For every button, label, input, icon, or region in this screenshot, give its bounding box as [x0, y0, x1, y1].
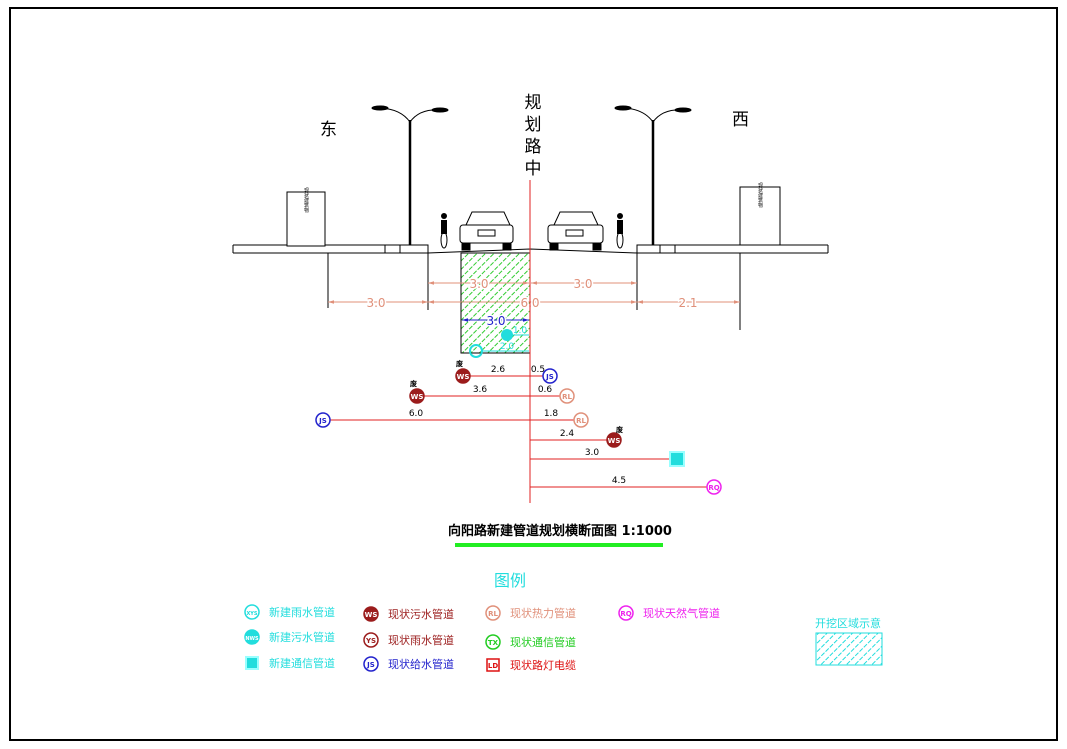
abandoned-marker: 废: [616, 425, 623, 434]
svg-text:NWS: NWS: [245, 636, 259, 642]
rq-pipe-icon: [706, 479, 722, 495]
dim-upper-right: 3.0: [573, 277, 592, 291]
existing-building-right: 现状建筑物: [739, 183, 781, 246]
car-right: [547, 211, 604, 251]
pipe-row: 3.0: [530, 448, 685, 467]
abandoned-marker: 废: [456, 359, 463, 368]
svg-text:WS: WS: [365, 611, 378, 619]
legend-label: 现状天然气管道: [643, 606, 720, 620]
legend-item: 新建通信管道: [245, 656, 335, 670]
pipe-row: WS 废 2.4: [530, 425, 623, 448]
ws-pipe-icon: [455, 368, 471, 384]
ws-pipe-icon: [409, 388, 425, 404]
cyclist-left: [440, 213, 448, 249]
svg-text:JS: JS: [545, 373, 554, 381]
legend-item: NWS 新建污水管道: [244, 629, 335, 645]
street-lamp-left: [371, 105, 449, 245]
legend-item: YS 现状雨水管道: [363, 632, 454, 648]
svg-text:RQ: RQ: [708, 484, 719, 492]
svg-text:WS: WS: [457, 373, 470, 381]
legend-item: JS 现状给水管道: [363, 656, 454, 672]
pipe-row: RQ 4.5: [530, 476, 722, 495]
dim-lower-right: 2.1: [678, 296, 697, 310]
legend-item: XYS 新建雨水管道: [244, 604, 335, 620]
new-telecom-pipe-icon: [669, 451, 685, 467]
new-rain-symbol: 2.0: [469, 342, 529, 358]
existing-building-left: 现状建筑物: [286, 188, 326, 247]
centerline-char: 划: [525, 115, 542, 135]
east-label: 东: [320, 120, 337, 140]
pipe-distance-right: 0.5: [531, 365, 545, 375]
pipe-distance-right: 3.0: [585, 448, 600, 458]
svg-text:RL: RL: [562, 393, 572, 401]
car-left: [459, 211, 514, 251]
pipe-row: WS 3.6 废 RL 0.6: [409, 379, 575, 404]
legend-label: 现状污水管道: [388, 607, 454, 621]
drawing-title: 向阳路新建管道规划横断面图 1:1000: [448, 523, 672, 539]
excavation-legend-swatch: [815, 632, 883, 666]
west-label: 西: [732, 110, 749, 130]
abandoned-marker: 废: [410, 379, 417, 388]
svg-text:JS: JS: [366, 661, 375, 669]
centerline-char: 规: [525, 93, 542, 113]
legend-item: TX 现状通信管道: [485, 634, 576, 650]
svg-text:WS: WS: [411, 393, 424, 401]
dimension-lines: [328, 281, 740, 304]
svg-text:XYS: XYS: [246, 611, 257, 617]
dim-upper-left: 3.0: [469, 277, 488, 291]
title-underline: [455, 543, 663, 547]
legend-item: LD 现状路灯电缆: [486, 658, 576, 672]
pipe-distance-left: 3.6: [473, 385, 488, 395]
js-pipe-icon: [315, 412, 331, 428]
svg-text:RL: RL: [576, 417, 586, 425]
pipe-distance-right: 4.5: [612, 476, 626, 486]
legend-label: 新建污水管道: [269, 630, 335, 644]
rl-pipe-icon: [573, 412, 589, 428]
rl-pipe-icon: [559, 388, 575, 404]
dim-lower-left: 3.0: [366, 296, 385, 310]
centerline-char: 路: [525, 137, 542, 157]
svg-text:WS: WS: [608, 437, 621, 445]
drawing-frame: [9, 7, 1058, 741]
svg-text:RL: RL: [488, 610, 498, 618]
legend-label: 现状给水管道: [388, 657, 454, 671]
cyclist-right: [616, 213, 624, 249]
street-lamp-right: [614, 105, 692, 245]
pipe-distance-right: 2.4: [560, 429, 575, 439]
legend-label: 现状热力管道: [510, 606, 576, 620]
pipe-row: WS 2.6 废 JS0.5: [455, 359, 558, 384]
svg-text:LD: LD: [488, 662, 498, 670]
legend-item: WS 现状污水管道: [363, 606, 454, 622]
svg-text:YS: YS: [365, 637, 376, 645]
legend-label: 现状路灯电缆: [510, 658, 576, 672]
svg-text:2.0: 2.0: [500, 342, 515, 352]
excavation-legend-label: 开挖区域示意: [815, 616, 881, 630]
svg-text:RQ: RQ: [620, 610, 631, 618]
pipe-distance-right: 0.6: [538, 385, 553, 395]
svg-text:现状建筑物: 现状建筑物: [757, 183, 763, 209]
legend-label: 新建雨水管道: [269, 605, 335, 619]
pipe-distance-right: 1.8: [544, 409, 559, 419]
legend-item: RQ 现状天然气管道: [618, 605, 720, 621]
svg-text:TX: TX: [488, 639, 499, 647]
pipe-row: JS 6.0RL 1.8: [315, 409, 589, 428]
centerline-char: 中: [525, 159, 542, 179]
pipe-distance-left: 2.6: [491, 365, 506, 375]
js-pipe-icon: [542, 368, 558, 384]
legend-label: 新建通信管道: [269, 656, 335, 670]
pipe-layout: WS2.6废JS0.5WS3.6废RL0.6JS6.0RL1.8WS废2.43.…: [315, 359, 722, 495]
ws-pipe-icon: [606, 432, 622, 448]
pipe-distance-left: 6.0: [409, 409, 424, 419]
dim-trench-width: 3.0: [486, 314, 505, 328]
svg-text:JS: JS: [318, 417, 327, 425]
svg-text:现状建筑物: 现状建筑物: [303, 188, 309, 214]
legend-item: RL 现状热力管道: [485, 605, 576, 621]
legend-label: 现状通信管道: [510, 635, 576, 649]
svg-text:1.0: 1.0: [513, 326, 528, 336]
legend-label: 现状雨水管道: [388, 633, 454, 647]
legend-title: 图例: [494, 571, 526, 590]
new-sewer-symbol: 1.0: [501, 326, 529, 341]
